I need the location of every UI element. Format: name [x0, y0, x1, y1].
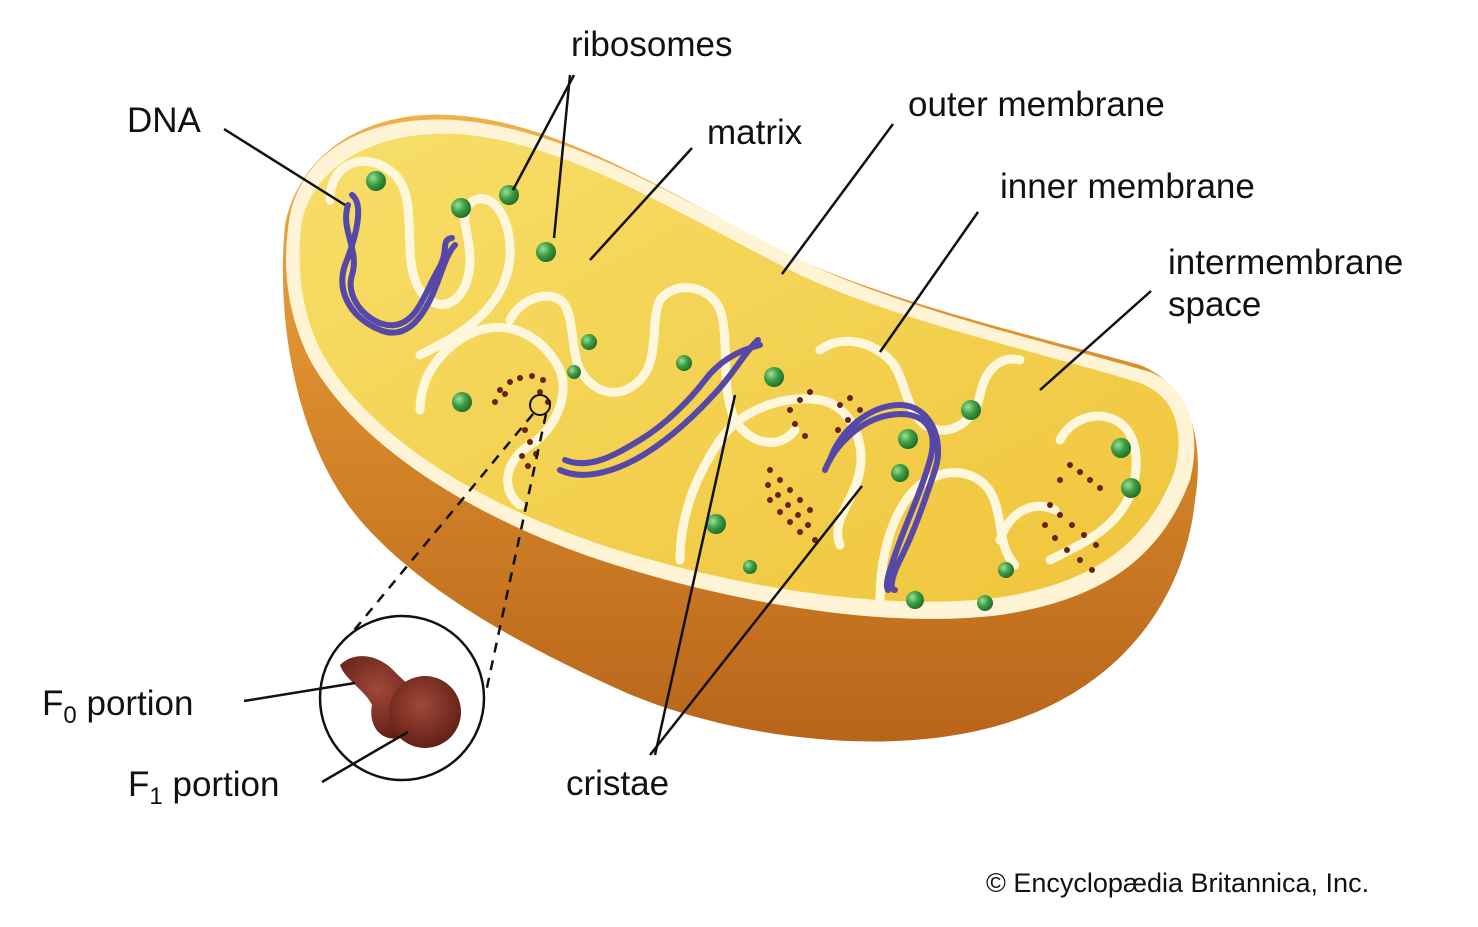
label-cristae: cristae	[566, 764, 670, 803]
atp-synthase-clusters	[492, 373, 1103, 573]
dna-strands	[339, 192, 942, 593]
label-ribosomes: ribosomes	[571, 25, 733, 64]
label-intermembrane-space: intermembrane space	[1168, 242, 1403, 326]
label-f0-portion: F0 portion	[42, 683, 194, 731]
label-f1-letter: F	[128, 765, 150, 804]
label-intermembrane-line1: intermembrane	[1168, 243, 1404, 282]
ribosomes	[366, 171, 1141, 611]
leader-lines	[223, 74, 1152, 784]
label-f0-letter: F	[42, 684, 64, 723]
label-outer-membrane: outer membrane	[908, 85, 1165, 124]
label-f1-subscript: 1	[149, 783, 163, 810]
label-f1-portion: F1 portion	[128, 764, 280, 812]
label-inner-membrane: inner membrane	[1000, 167, 1255, 206]
label-intermembrane-line2: space	[1168, 285, 1262, 324]
label-f0-word: portion	[76, 684, 194, 723]
label-matrix: matrix	[707, 113, 803, 152]
label-f0-subscript: 0	[63, 702, 77, 729]
label-f1-word: portion	[162, 765, 280, 804]
atp-synthase-inset	[318, 394, 551, 782]
copyright-credit: © Encyclopædia Britannica, Inc.	[986, 868, 1370, 898]
label-dna: DNA	[127, 101, 201, 140]
